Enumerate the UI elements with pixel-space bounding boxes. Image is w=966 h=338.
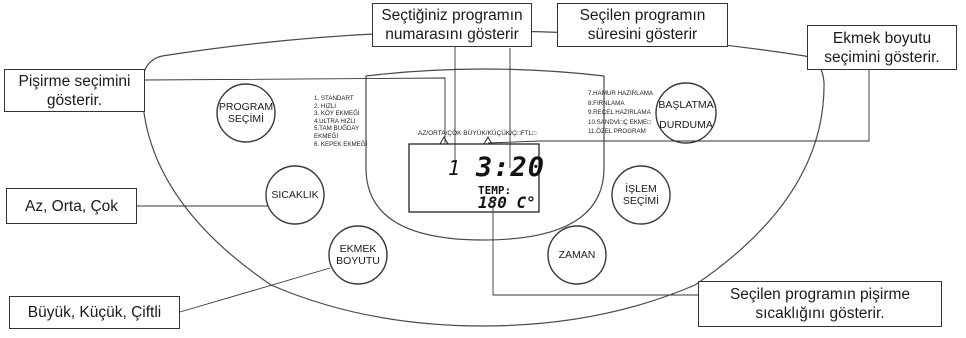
list-item: EKMEĞİ [314,132,339,140]
loaf-size-button[interactable]: EKMEK BOYUTU [336,243,380,267]
program-list-left: 1. STANDART 2. HIZLI 3. KÖY EKMEĞİ 4.ULT… [314,95,367,148]
callout-cooking-temperature: Seçilen programın pişirme sıcaklığını gö… [698,281,942,327]
time-button-ring [547,225,607,285]
lcd-header: AZ/ORTA/ÇOK BÜYÜK/KÜÇÜK/Ç□FTL□ [418,130,537,137]
list-item: 4.ULTRA HIZLI [314,117,356,125]
temperature-button[interactable]: SICAKLIK [271,189,319,201]
callout-cooking-selection: Pişirme seçimini gösterir. [4,69,145,112]
leader-loaf-sizes [179,267,331,313]
list-item: 5.TAM BUĞDAY [314,125,360,133]
program-button[interactable]: PROGRAM SEÇİMİ [218,101,274,125]
lcd-temp-value: 180 C° [478,193,536,212]
process-button[interactable]: İŞLEM SEÇİMİ [622,183,660,207]
callout-crust-levels: Az, Orta, Çok [6,188,137,224]
list-item: 9.REÇEL HAZIRLAMA [588,109,651,117]
stop-button-label[interactable]: DURDUMA [659,119,713,131]
lcd-program-number: 1 [448,156,461,180]
lcd-window [408,143,540,213]
start-stop-button-ring [655,82,717,144]
list-item: 6. KEPEK EKMEĞİ [314,140,368,148]
list-item: 2. HIZLI [314,102,337,110]
time-button[interactable]: ZAMAN [558,249,596,261]
lcd-temp-label: TEMP: [478,184,512,197]
temperature-button-ring [265,165,325,225]
loaf-size-button-ring [328,225,388,285]
callout-loaf-sizes: Büyük, Küçük, Çiftli [9,296,180,329]
list-item: 7.HAMUR HAZIRLAMA [588,90,653,97]
list-item: 10.SANDVİ□Ç EKME□ [588,118,651,126]
list-item: 3. KÖY EKMEĞİ [314,110,360,118]
start-button-label[interactable]: BAŞLATMA [658,99,714,111]
display-arch [365,68,605,241]
size-indicator-triangle [483,135,493,145]
list-item: 1. STANDART [314,95,354,102]
leader-temperature [492,205,698,296]
callout-program-number: Seçtiğiniz programın numarasını gösterir [372,3,532,47]
program-button-ring [216,83,276,143]
process-button-ring [611,165,671,225]
program-list-right: 7.HAMUR HAZIRLAMA 8.FIRNLAMA 9.REÇEL HAZ… [588,90,653,136]
list-item: 11.ÖZEL PROGRAM [588,128,646,136]
list-item: 8.FIRNLAMA [588,99,625,107]
crust-indicator-triangle [439,135,449,145]
callout-loaf-size: Ekmek boyutu seçimini gösterir. [807,25,957,70]
callout-program-duration: Seçilen programın süresini gösterir [557,3,728,47]
leader-cooking-selection [144,77,446,143]
leader-loaf-size [487,70,870,144]
lcd-time: 3:20 [476,152,546,183]
